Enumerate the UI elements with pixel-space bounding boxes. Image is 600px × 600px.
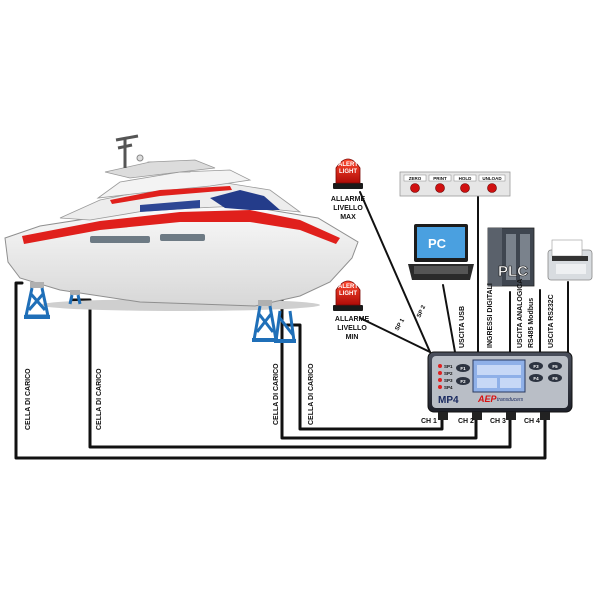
cable-usb	[442, 284, 456, 353]
led-label-4: SP4	[444, 385, 453, 390]
plc-label: PLC	[498, 263, 528, 280]
printer	[547, 239, 593, 281]
load-cell-label-2: CELLA DI CARICO	[96, 368, 103, 430]
mp4-indicator: SP1 SP2 SP3 SP4 F1 F2 F3 F4 F5	[427, 351, 573, 420]
load-cell-tower-4	[274, 310, 296, 343]
connector-ch1	[438, 412, 448, 420]
led-label-1: SP1	[444, 364, 453, 369]
yacht-illustration	[4, 134, 359, 311]
alarm-max-line-2: LIVELLO	[333, 205, 363, 212]
windshield	[210, 190, 280, 210]
led-label-2: SP2	[444, 371, 453, 376]
alarm-max-line-1: ALLARME	[331, 196, 366, 203]
key-f2-label: F2	[460, 379, 466, 384]
alarm-max-lamp-text-2: LIGHT	[339, 169, 357, 175]
key-f4-label: F4	[533, 376, 539, 381]
cable-ch4	[14, 281, 547, 460]
hull-stripe	[22, 210, 340, 244]
pc-label: PC	[428, 236, 447, 251]
pc-laptop: PC	[408, 224, 474, 280]
alarm-max-lamp-text-1: ALERT	[338, 162, 358, 168]
key-f5[interactable]: F5	[548, 362, 562, 370]
mast	[115, 134, 139, 168]
load-cell-label-4: CELLA DI CARICO	[308, 363, 315, 425]
sp1-label: SP 1	[395, 317, 407, 332]
analog-output-label: USCITA ANALOGICA	[517, 279, 524, 348]
button-print[interactable]: PRINT	[428, 174, 452, 193]
alarm-min-line-3: MIN	[346, 334, 359, 341]
connector-ch2	[472, 412, 482, 420]
channel-label-3: CH 3	[490, 418, 506, 425]
button-zero-label: ZERO	[409, 176, 422, 181]
channel-label-2: CH 2	[458, 418, 474, 425]
hull-windows	[90, 236, 150, 243]
load-cell-tower-2	[68, 290, 82, 305]
connector-ch4	[540, 412, 550, 420]
key-f6-label: F6	[552, 376, 558, 381]
key-f5-label: F5	[552, 364, 558, 369]
led-column: SP1 SP2 SP3 SP4	[438, 364, 453, 390]
indicator-brand: MP4	[438, 395, 459, 406]
cable-ch3	[70, 298, 512, 449]
led-label-3: SP3	[444, 378, 453, 383]
indicator-maker: AEP	[477, 394, 498, 404]
button-print-label: PRINT	[433, 176, 447, 181]
cable-sp2	[359, 191, 431, 353]
connector-ch3	[506, 412, 516, 420]
key-f1-label: F1	[460, 366, 466, 371]
alarm-max-lamp: ALERT LIGHT	[333, 158, 363, 189]
key-f3-label: F3	[533, 364, 539, 369]
key-f1[interactable]: F1	[456, 364, 470, 372]
button-hold-label: HOLD	[459, 176, 472, 181]
plc-unit: PLC	[487, 227, 535, 287]
button-unload-label: UNLOAD	[482, 176, 502, 181]
cable-ch1	[285, 323, 444, 431]
load-cell-label-3: CELLA DI CARICO	[273, 363, 280, 425]
alarm-min-line-1: ALLARME	[335, 316, 370, 323]
load-cell-tower-1	[24, 282, 50, 319]
alarm-min-lamp-text-2: LIGHT	[339, 291, 357, 297]
modbus-label: RS485 Modbus	[528, 298, 535, 348]
alarm-min-lamp-text-1: ALERT	[338, 284, 358, 290]
channel-label-1: CH 1	[421, 418, 437, 425]
key-f3[interactable]: F3	[529, 362, 543, 370]
alarm-min-lamp: ALERT LIGHT	[333, 280, 363, 311]
channel-label-4: CH 4	[524, 418, 540, 425]
digital-inputs-label: INGRESSI DIGITALI	[487, 283, 494, 348]
indicator-maker-sub: transducers	[497, 397, 524, 403]
key-f2[interactable]: F2	[456, 377, 470, 385]
load-cell-tower-3	[252, 300, 278, 342]
alarm-min-line-2: LIVELLO	[337, 325, 367, 332]
button-panel: ZERO PRINT HOLD UNLOAD	[399, 171, 511, 197]
key-f6[interactable]: F6	[548, 374, 562, 382]
alarm-max-line-3: MAX	[340, 214, 356, 221]
button-zero[interactable]: ZERO	[403, 174, 427, 193]
button-unload[interactable]: UNLOAD	[478, 174, 506, 193]
sp2-label: SP 2	[416, 304, 427, 319]
rs232-label: USCITA RS232C	[548, 294, 555, 348]
pc-screen	[417, 227, 465, 258]
key-f4[interactable]: F4	[529, 374, 543, 382]
usb-label: USCITA USB	[459, 306, 466, 348]
cable-sp1	[359, 317, 431, 353]
button-hold[interactable]: HOLD	[453, 174, 477, 193]
load-cell-label-1: CELLA DI CARICO	[25, 368, 32, 430]
